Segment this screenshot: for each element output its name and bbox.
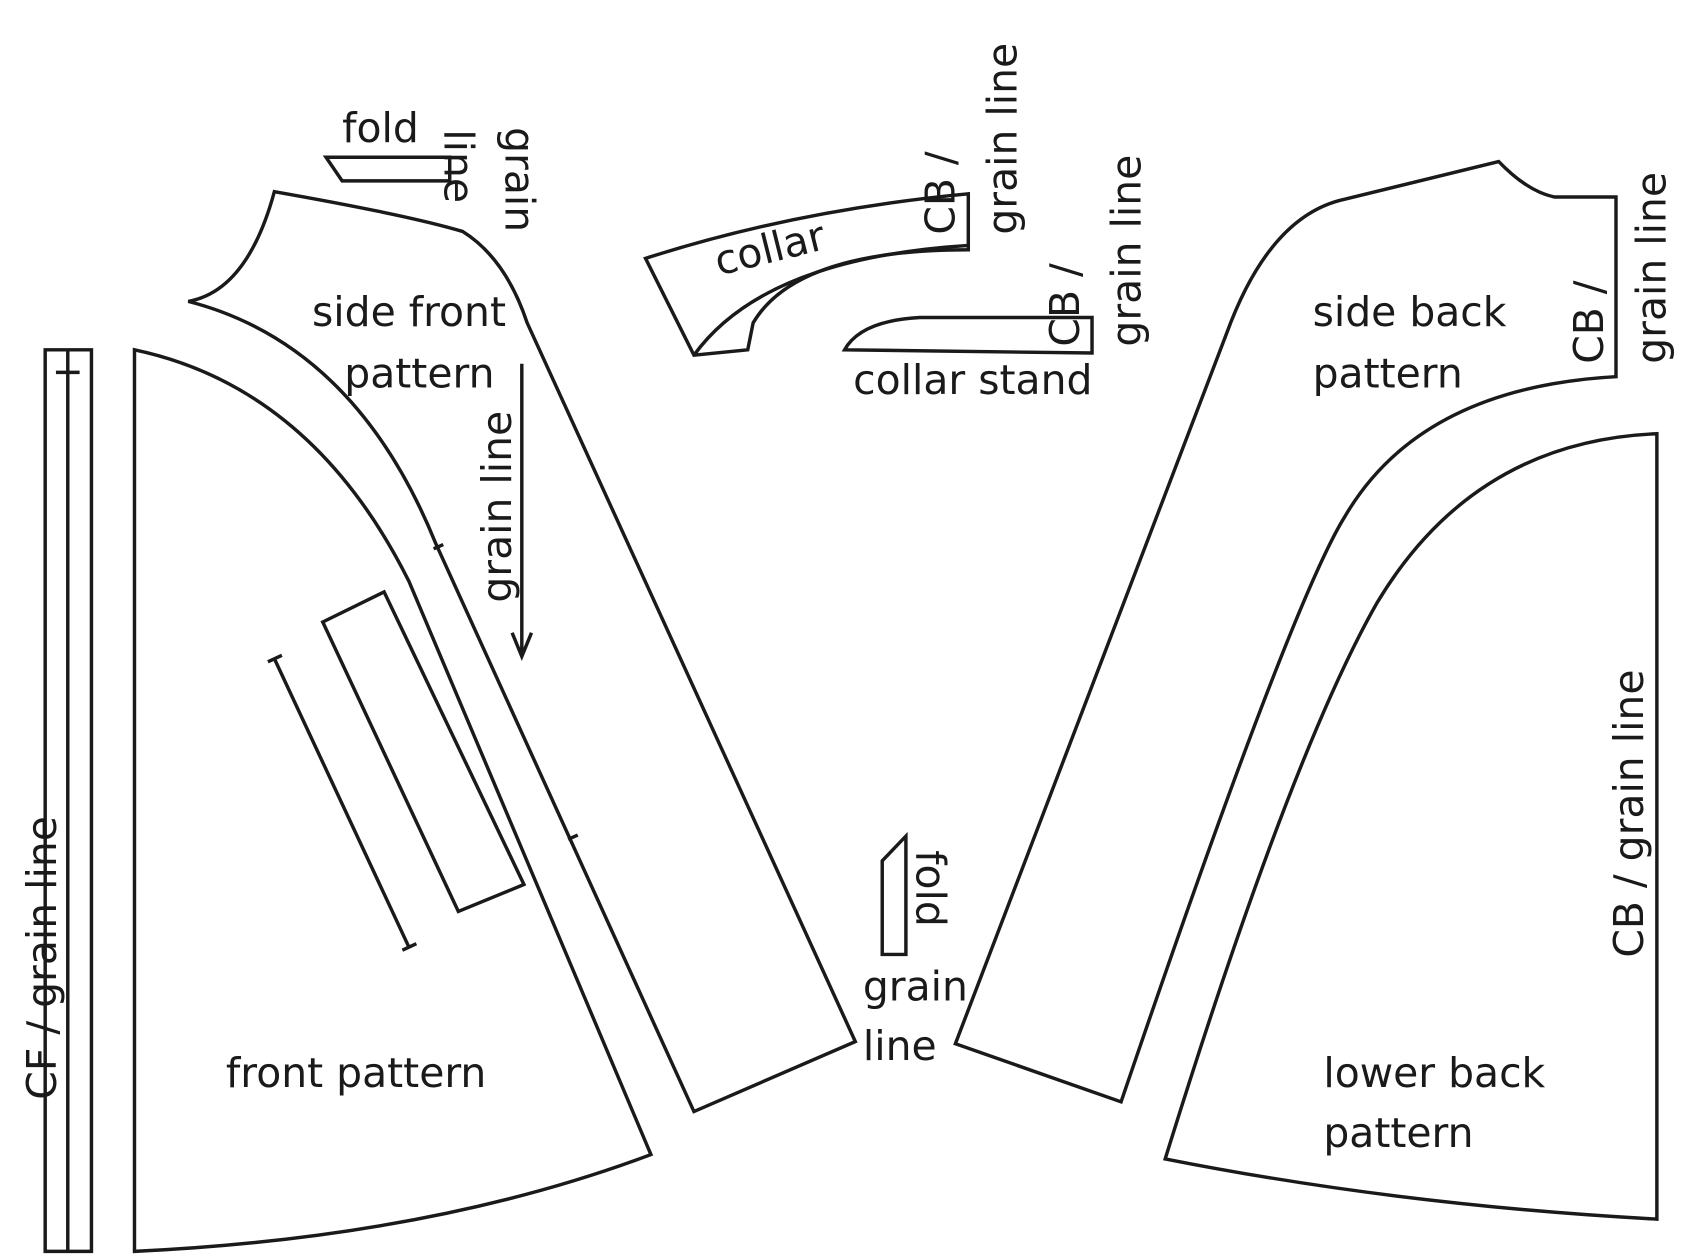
lower-back-label-2: pattern — [1323, 1109, 1473, 1157]
cf-strip — [43, 348, 94, 1254]
grain-arrow — [510, 363, 534, 661]
collar-inner-line — [692, 243, 969, 357]
collar-grain-label: grain line — [979, 43, 1027, 235]
front-pattern-label: front pattern — [226, 1049, 486, 1097]
notch — [432, 542, 444, 551]
fold-piece-top — [322, 155, 452, 183]
side-back-label-1: side back — [1313, 288, 1507, 336]
collar-stand-label: collar stand — [853, 356, 1092, 404]
side-back-piece — [953, 159, 1618, 1105]
collar-stand-piece — [841, 315, 1094, 355]
stand-grain-label: grain line — [1102, 155, 1150, 347]
lower-back-piece — [1162, 431, 1659, 1221]
fold-label-mid: fold — [907, 850, 955, 927]
notch — [567, 833, 579, 841]
side-back-grain-label: grain line — [1627, 172, 1675, 364]
side-back-cb-label: CB / — [1565, 280, 1613, 364]
pocket-welt — [320, 589, 527, 914]
lower-back-label-1: lower back — [1323, 1049, 1545, 1097]
dart-line — [267, 653, 418, 952]
lower-back-cb-label: CB / grain line — [1605, 670, 1653, 958]
side-back-label-2: pattern — [1313, 349, 1463, 397]
grain-label-top-2: line — [434, 129, 482, 203]
fold-label-top: fold — [342, 104, 419, 152]
collar-cb-label: CB / — [916, 151, 964, 235]
grain-label-mid-1: grain — [863, 963, 968, 1011]
stand-cb-label: CB / — [1041, 263, 1089, 347]
side-front-label-2: pattern — [344, 349, 494, 397]
fold-piece-mid — [880, 831, 908, 957]
grain-label-top-1: grain — [496, 127, 544, 232]
grain-label-mid-2: line — [863, 1022, 937, 1070]
side-front-grain-label: grain line — [473, 411, 521, 603]
collar-piece — [643, 191, 971, 358]
cf-grain-label: CF / grain line — [18, 816, 66, 1100]
side-front-piece — [187, 189, 858, 1114]
side-front-label-1: side front — [312, 288, 506, 336]
front-piece — [132, 347, 654, 1254]
